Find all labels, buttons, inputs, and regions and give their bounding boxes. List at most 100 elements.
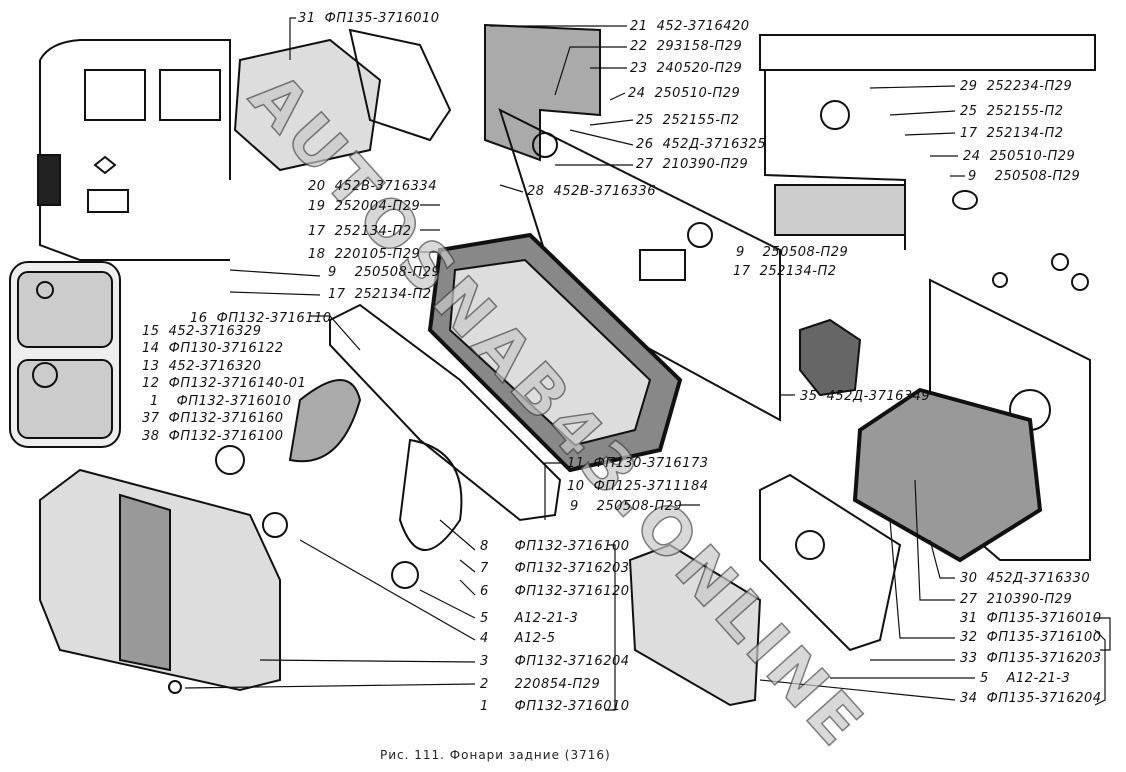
part-code: А12-21-3 [1006,671,1071,686]
part-code: 252134-П2 [354,287,432,302]
part-number: 10 [567,479,585,494]
part-code: 252134-П2 [986,126,1064,141]
part-code: ФП132-3716140-01 [168,376,307,391]
part-code: 252134-П2 [334,224,412,239]
part-number: 21 [630,19,648,34]
part-code: 452Д-3716349 [826,389,931,404]
part-number: 7 [480,561,489,576]
part-label: 18 220105-П29 [308,248,420,262]
part-number: 32 [960,630,978,645]
part-number: 34 [960,691,978,706]
part-label: 29 252234-П29 [960,80,1072,94]
part-code: 293158-П29 [656,39,743,54]
part-code: ФП132-3716204 [514,654,630,669]
part-label: 37 ФП132-3716160 [142,412,284,426]
part-number: 26 [636,137,654,152]
part-number: 8 [480,539,489,554]
part-code: А12-5 [514,631,556,646]
part-label: 9 250508-П29 [968,170,1080,184]
part-code: ФП132-3716203 [514,561,630,576]
part-label: 30 452Д-3716330 [960,572,1090,586]
part-label: 31 ФП135-3716010 [960,612,1102,626]
part-code: ФП135-3716100 [986,630,1102,645]
part-number: 9 [570,499,579,514]
part-code: 452В-3716334 [334,179,437,194]
part-label: 1 ФП132-3716010 [150,395,292,409]
part-label: 34 ФП135-3716204 [960,692,1102,706]
part-number: 31 [960,611,978,626]
part-number: 25 [960,104,978,119]
part-code: 252004-П29 [334,199,421,214]
part-number: 29 [960,79,978,94]
part-number: 17 [308,224,326,239]
part-code: 250510-П29 [654,86,741,101]
part-label: 33 ФП135-3716203 [960,652,1102,666]
body-panel [484,23,781,422]
part-number: 25 [636,113,654,128]
right-lamp-housing [628,318,1043,707]
part-number: 1 [150,394,159,409]
part-label: 11 ФП130-3716173 [567,457,709,471]
part-label: 14 ФП130-3716122 [142,342,284,356]
part-label: 35 452Д-3716349 [800,390,930,404]
part-number: 19 [308,199,326,214]
part-code: ФП135-3716010 [986,611,1102,626]
part-label: 17 252134-П2 [733,265,837,279]
part-code: ФП135-3716203 [986,651,1102,666]
part-label: 7 ФП132-3716203 [480,562,630,576]
part-code: 252134-П2 [759,264,837,279]
part-label: 24 250510-П29 [628,87,740,101]
part-code: 452Д-3716330 [986,571,1091,586]
part-number: 27 [960,592,978,607]
reflector-and-bulbs [215,379,463,589]
part-label: 4 А12-5 [480,632,556,646]
part-label: 16 ФП132-3716110 [190,312,332,326]
part-label: 38 ФП132-3716100 [142,430,284,444]
part-code: 210390-П29 [986,592,1073,607]
part-label: 22 293158-П29 [630,40,742,54]
leader-lines [184,17,1111,711]
part-number: 35 [800,389,818,404]
part-number: 24 [963,149,981,164]
lamp-lens-left [39,468,281,694]
part-number: 22 [630,39,648,54]
part-label: 27 210390-П29 [960,593,1072,607]
part-number: 17 [328,287,346,302]
part-code: 252234-П29 [986,79,1073,94]
part-code: 452-3716420 [656,19,750,34]
part-code: 252155-П2 [662,113,740,128]
part-code: ФП132-3716110 [216,311,332,326]
vehicle-rear-view [37,39,231,261]
part-number: 5 [980,671,989,686]
gasket [329,303,562,522]
part-number: 20 [308,179,326,194]
part-number: 9 [968,169,977,184]
part-code: ФП132-3716010 [514,699,630,714]
left-lamp-assembly [9,261,121,448]
part-label: 3 ФП132-3716204 [480,655,630,669]
part-code: ФП130-3716122 [168,341,284,356]
part-code: 250508-П29 [762,245,849,260]
part-number: 33 [960,651,978,666]
upper-lamp [233,28,452,172]
part-number: 13 [142,359,160,374]
part-label: 2 220854-П29 [480,678,600,692]
part-number: 17 [960,126,978,141]
part-number: 24 [628,86,646,101]
part-number: 4 [480,631,489,646]
part-number: 18 [308,247,326,262]
part-label: 25 252155-П2 [960,105,1064,119]
part-label: 9 250508-П29 [570,500,682,514]
part-number: 12 [142,376,160,391]
part-number: 31 [298,11,316,26]
part-code: 240520-П29 [656,61,743,76]
part-number: 14 [142,341,160,356]
part-code: 452Д-3716325 [662,137,767,152]
part-label: 13 452-3716320 [142,360,262,374]
part-label: 31 ФП135-3716010 [298,12,440,26]
part-number: 5 [480,611,489,626]
part-number: 30 [960,571,978,586]
part-number: 17 [733,264,751,279]
part-code: 252155-П2 [986,104,1064,119]
